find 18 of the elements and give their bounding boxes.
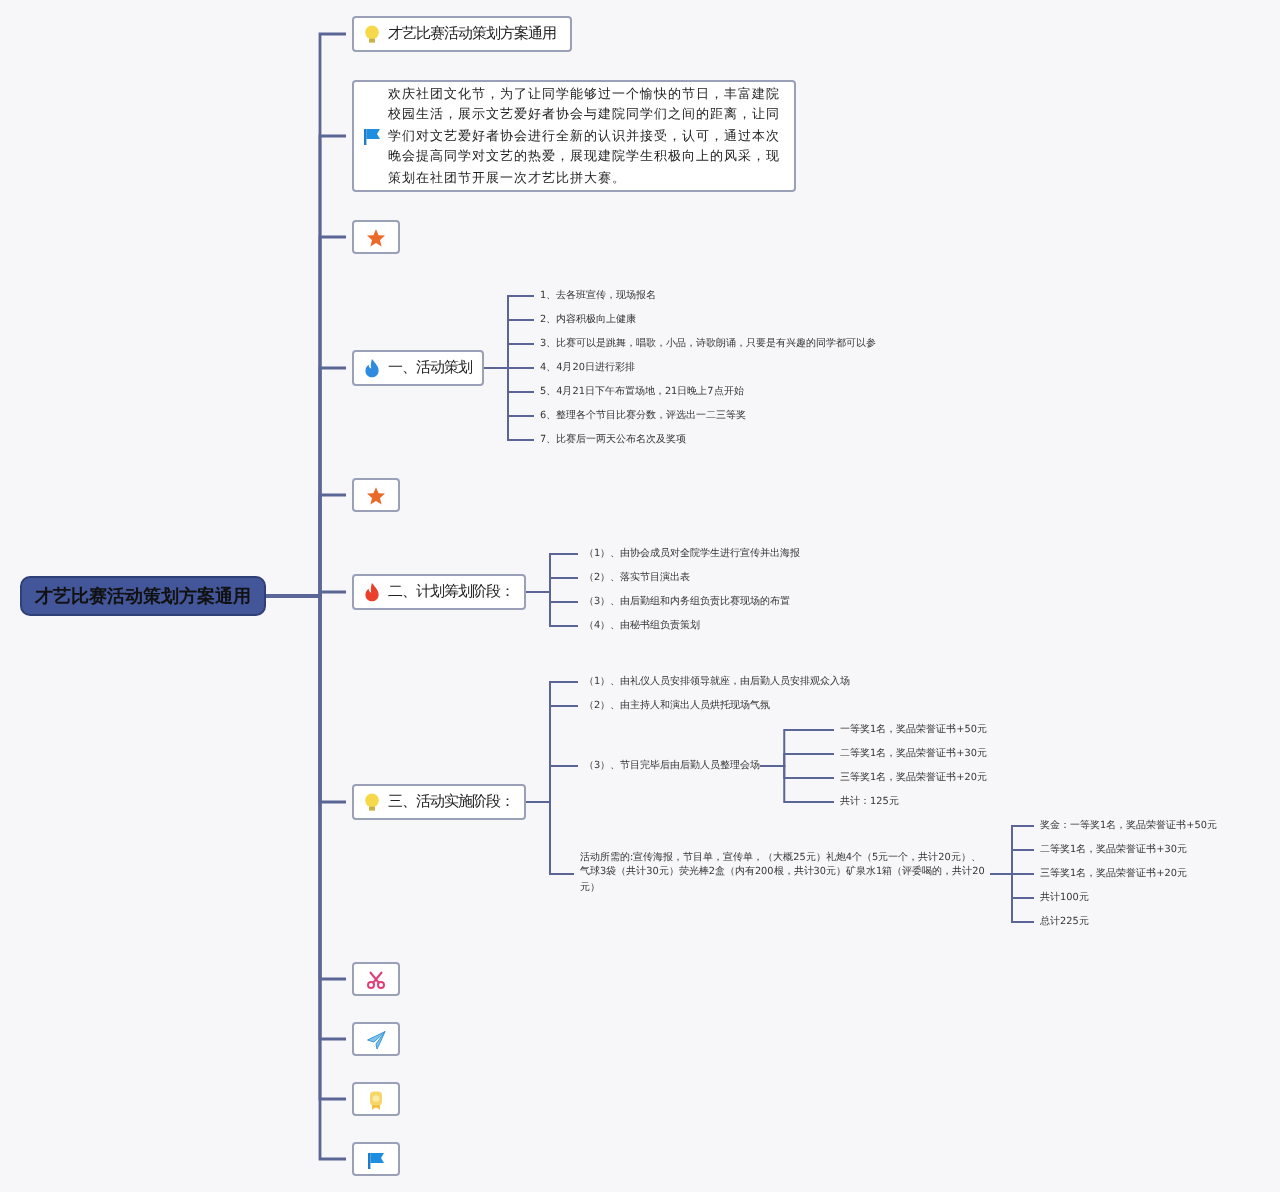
topic-box [352, 478, 400, 512]
topic-box [352, 1022, 400, 1056]
topic-box [352, 220, 400, 254]
connector-line [525, 591, 579, 627]
connector-line [759, 765, 835, 803]
topic-box [352, 784, 526, 820]
topic-box [352, 574, 526, 610]
topic-box [352, 1082, 400, 1116]
topic-box [352, 1142, 400, 1176]
central-topic-box [20, 576, 266, 616]
topic-text: 才艺比赛活动策划方案通用 [35, 584, 251, 609]
connector-line [483, 367, 535, 441]
connector-line [989, 873, 1035, 923]
topic-box [352, 16, 572, 52]
topic-box [352, 350, 484, 386]
topic-box [352, 80, 796, 192]
connector-line [525, 801, 575, 875]
topic-box [352, 962, 400, 996]
